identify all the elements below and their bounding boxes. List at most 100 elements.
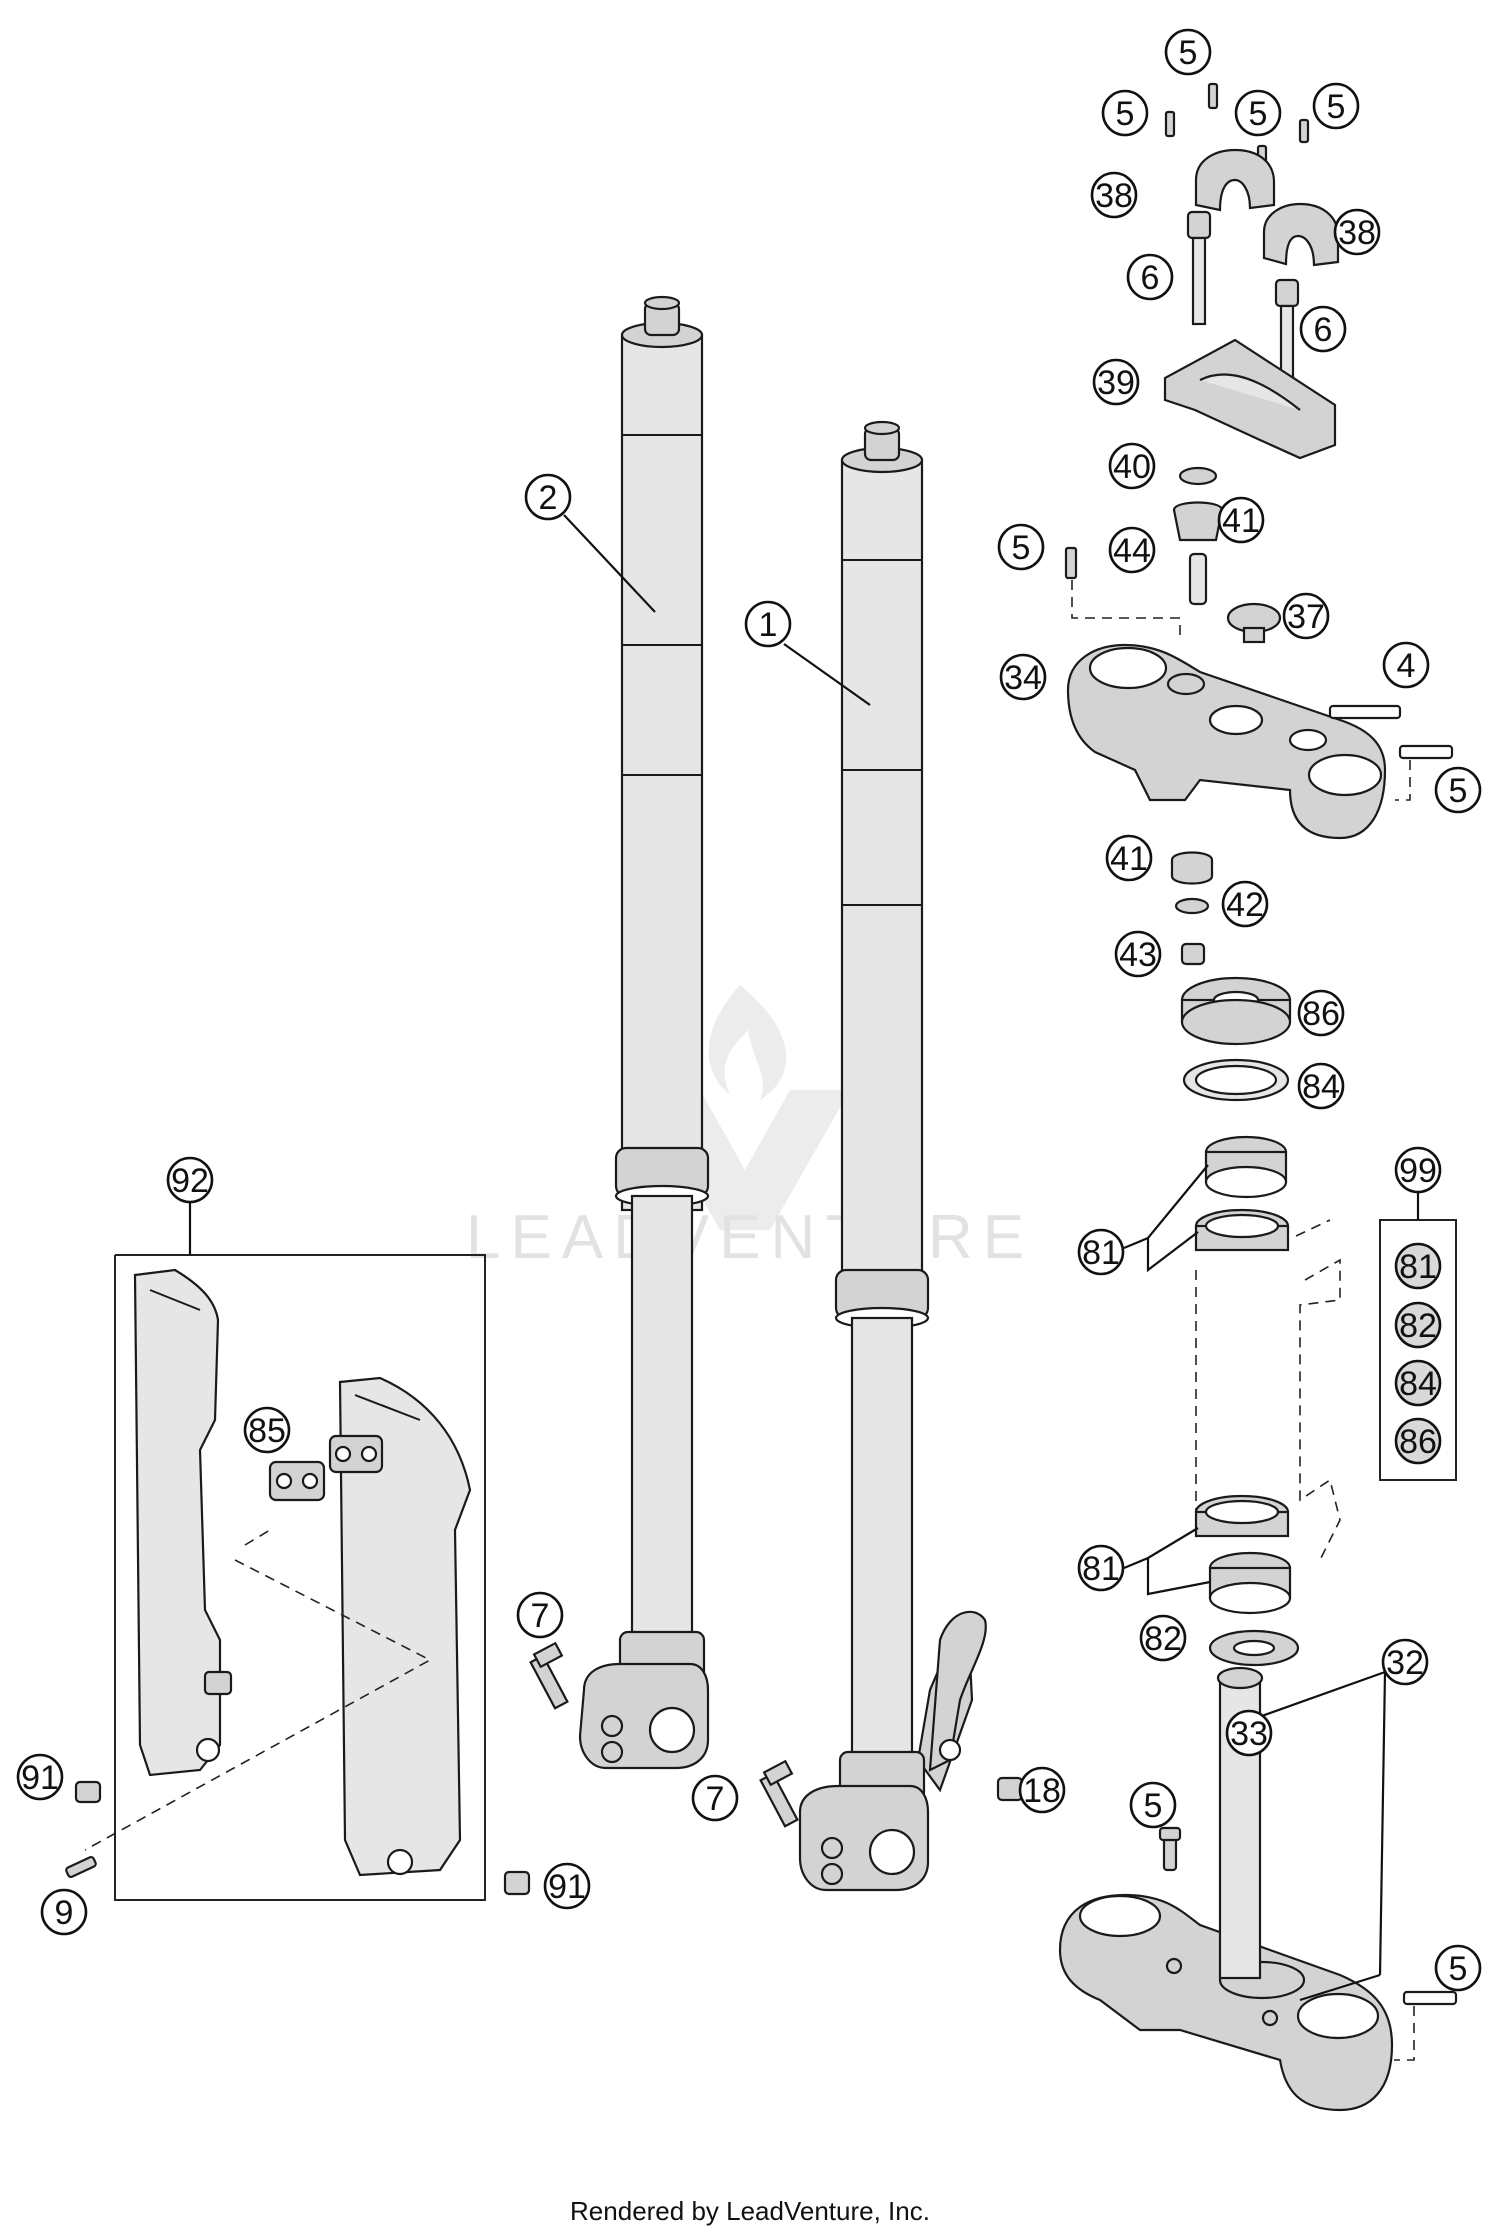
fork-leg-2[interactable]	[578, 295, 710, 1770]
callout-7[interactable]: 7	[516, 1591, 564, 1639]
fork-guard-right[interactable]	[328, 1376, 472, 1877]
callout-41[interactable]: 41	[1217, 496, 1265, 544]
callout-81[interactable]: 81	[1077, 1228, 1125, 1276]
screw-5-bottomclamp[interactable]	[1158, 1826, 1182, 1872]
handlebar-clamp-38-right[interactable]	[1262, 202, 1340, 267]
guard-dash-2	[244, 1529, 271, 1546]
callout-86[interactable]: 86	[1394, 1417, 1442, 1465]
callout-81[interactable]: 81	[1077, 1544, 1125, 1592]
rubber-bushing-41-bottom[interactable]	[1170, 851, 1214, 885]
callout-82[interactable]: 82	[1139, 1614, 1187, 1662]
callout-5[interactable]: 5	[997, 523, 1045, 571]
callout-6[interactable]: 6	[1126, 253, 1174, 301]
callout-label: 9	[55, 1894, 74, 1932]
callout-37[interactable]: 37	[1282, 592, 1330, 640]
callout-label: 2	[539, 479, 558, 517]
callout-32[interactable]: 32	[1381, 1638, 1429, 1686]
callout-41[interactable]: 41	[1105, 834, 1153, 882]
watermark-text: LEADVENTURE	[466, 1203, 1034, 1272]
screw-91-left[interactable]	[74, 1780, 102, 1804]
callout-5[interactable]: 5	[1434, 1944, 1482, 1992]
callout-label: 41	[1110, 840, 1148, 878]
callout-label: 7	[531, 1597, 550, 1635]
callout-label: 1	[759, 606, 778, 644]
seal-ring-84-top[interactable]	[1182, 1058, 1290, 1102]
screw-9[interactable]	[65, 1856, 97, 1878]
callout-91[interactable]: 91	[543, 1862, 591, 1910]
washer-42[interactable]	[1174, 897, 1210, 915]
top-triple-clamp-34[interactable]	[1066, 643, 1387, 840]
axle-clamp-bolt-7-right[interactable]	[759, 1759, 799, 1828]
bolt-6-right[interactable]	[1274, 278, 1300, 388]
clamp-85[interactable]	[268, 1460, 326, 1502]
bottom-triple-clamp-32[interactable]	[1058, 1893, 1394, 2112]
frame-head-tube-outline	[1195, 1219, 1341, 1561]
callout-5[interactable]: 5	[1129, 1781, 1177, 1829]
rubber-bushing-41-top[interactable]	[1172, 501, 1224, 542]
callout-40[interactable]: 40	[1108, 442, 1156, 490]
leader-2	[563, 514, 656, 613]
callout-label: 34	[1004, 659, 1042, 697]
callout-82[interactable]: 82	[1394, 1301, 1442, 1349]
screw-5-topclamp-side[interactable]	[1398, 744, 1454, 760]
callout-label: 5	[1012, 529, 1031, 567]
callout-label: 39	[1097, 364, 1135, 402]
callout-84[interactable]: 84	[1297, 1062, 1345, 1110]
fork-guard-left[interactable]	[133, 1268, 233, 1777]
callout-33[interactable]: 33	[1225, 1709, 1273, 1757]
callout-42[interactable]: 42	[1221, 880, 1269, 928]
screw-5-bottomclamp-side[interactable]	[1402, 1990, 1458, 2006]
callout-5[interactable]: 5	[1234, 89, 1282, 137]
callout-38[interactable]: 38	[1333, 208, 1381, 256]
axle-clamp-bolt-7-left[interactable]	[529, 1641, 569, 1710]
callout-18[interactable]: 18	[1018, 1766, 1066, 1814]
callout-label: 81	[1082, 1234, 1120, 1272]
callout-99[interactable]: 99	[1394, 1146, 1442, 1194]
callout-91[interactable]: 91	[16, 1753, 64, 1801]
fork-leg-1[interactable]	[798, 420, 987, 1892]
screw-5-topclamp[interactable]	[1064, 546, 1078, 580]
callout-label: 38	[1095, 177, 1133, 215]
dust-seal-86[interactable]	[1180, 976, 1292, 1046]
bearing-race-81-top[interactable]	[1194, 1208, 1290, 1252]
callout-34[interactable]: 34	[999, 653, 1047, 701]
callout-44[interactable]: 44	[1108, 526, 1156, 574]
callout-5[interactable]: 5	[1434, 766, 1482, 814]
callout-2[interactable]: 2	[524, 473, 572, 521]
callout-85[interactable]: 85	[243, 1406, 291, 1454]
callout-38[interactable]: 38	[1090, 171, 1138, 219]
callout-84[interactable]: 84	[1394, 1359, 1442, 1407]
callout-1[interactable]: 1	[744, 600, 792, 648]
bearing-81-bottom[interactable]	[1208, 1551, 1292, 1615]
callout-86[interactable]: 86	[1297, 989, 1345, 1037]
callout-label: 44	[1113, 532, 1151, 570]
callout-label: 5	[1449, 772, 1468, 810]
callout-label: 91	[21, 1759, 59, 1797]
washer-40[interactable]	[1178, 466, 1218, 486]
callout-6[interactable]: 6	[1299, 305, 1347, 353]
seal-ring-82[interactable]	[1208, 1629, 1300, 1667]
callout-5[interactable]: 5	[1312, 82, 1360, 130]
bolt-4[interactable]	[1328, 704, 1402, 720]
bearing-81-top[interactable]	[1204, 1135, 1288, 1199]
callout-label: 33	[1230, 1715, 1268, 1753]
bolt-6-left[interactable]	[1186, 210, 1212, 326]
callout-label: 43	[1119, 936, 1157, 974]
callout-92[interactable]: 92	[166, 1156, 214, 1204]
callout-9[interactable]: 9	[40, 1888, 88, 1936]
handlebar-clamp-38-left[interactable]	[1194, 148, 1276, 212]
spacer-44[interactable]	[1188, 552, 1208, 606]
screw-91-right[interactable]	[503, 1870, 531, 1896]
callout-81[interactable]: 81	[1394, 1242, 1442, 1290]
cap-18[interactable]	[996, 1776, 1024, 1802]
nut-43[interactable]	[1180, 942, 1206, 966]
callout-5[interactable]: 5	[1164, 28, 1212, 76]
callout-43[interactable]: 43	[1114, 930, 1162, 978]
callout-5[interactable]: 5	[1101, 89, 1149, 137]
callout-7[interactable]: 7	[691, 1774, 739, 1822]
bearing-race-81-bottom[interactable]	[1194, 1494, 1290, 1538]
nut-37[interactable]	[1226, 602, 1282, 644]
callout-4[interactable]: 4	[1382, 641, 1430, 689]
clamp-bridge-39[interactable]	[1163, 338, 1337, 460]
callout-39[interactable]: 39	[1092, 358, 1140, 406]
